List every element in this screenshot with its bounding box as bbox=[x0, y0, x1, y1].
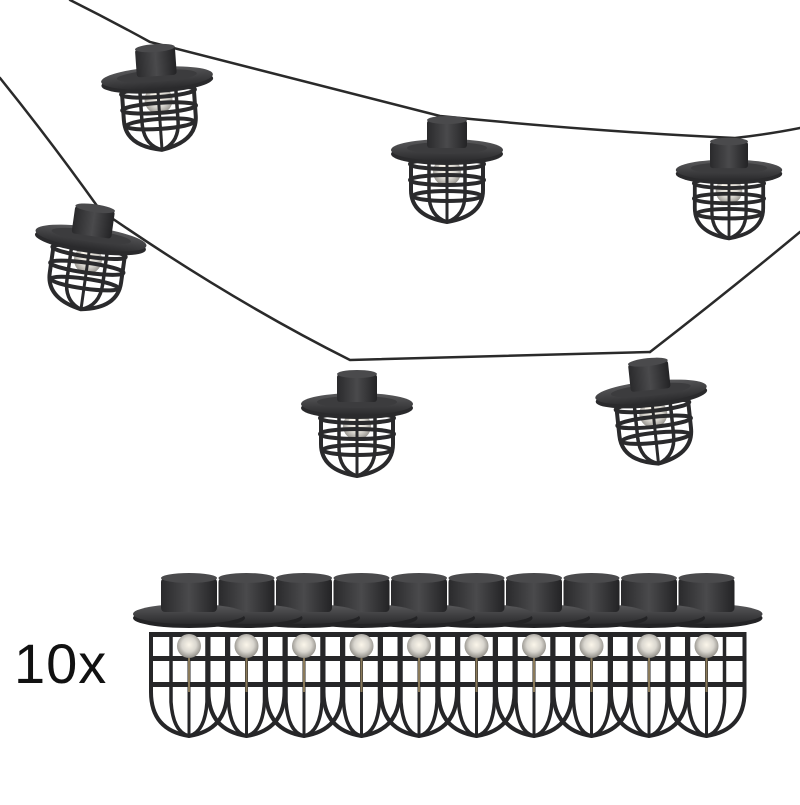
lantern-icon bbox=[299, 368, 415, 478]
lantern-row bbox=[131, 571, 765, 738]
lantern-icon bbox=[589, 350, 717, 472]
lantern-icon bbox=[96, 38, 220, 156]
string-wire-icon bbox=[0, 0, 800, 362]
lantern-icon bbox=[673, 135, 785, 241]
lantern-icon bbox=[389, 114, 505, 224]
quantity-label: 10x bbox=[14, 632, 108, 695]
lantern-icon bbox=[23, 194, 154, 320]
